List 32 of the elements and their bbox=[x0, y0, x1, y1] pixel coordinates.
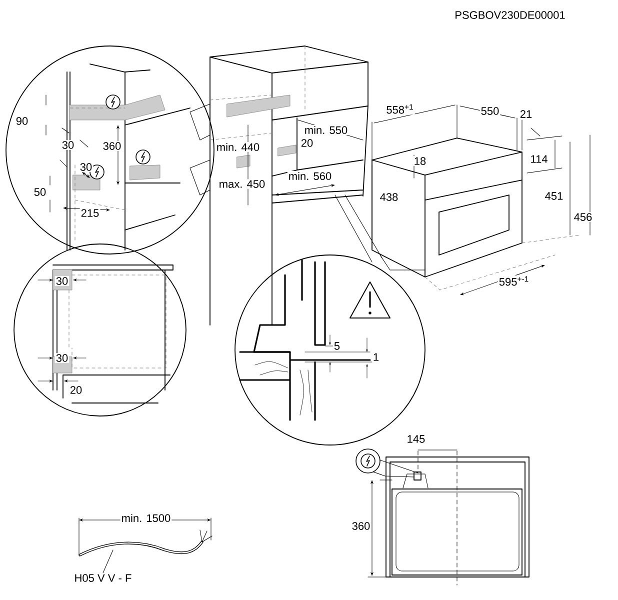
dimension-label: min. 1500 bbox=[120, 512, 172, 524]
dimension-label: min. 560 bbox=[287, 170, 333, 182]
dimension-label: 360 bbox=[350, 521, 372, 531]
dimension-label: 215 bbox=[80, 208, 100, 218]
dimension-label: 50 bbox=[32, 187, 48, 197]
dimension-label: 5 bbox=[332, 341, 342, 351]
dimension-label: 30 bbox=[54, 353, 70, 363]
dimension-label: 30 bbox=[78, 162, 94, 172]
cable-label: H05 V V - F bbox=[75, 574, 132, 582]
dimension-label: min. 440 bbox=[215, 142, 261, 152]
dimension-label: 595$^{+-1}$ bbox=[498, 275, 530, 287]
dimension-label: 90 bbox=[14, 116, 30, 126]
dimension-label: min. 550 bbox=[303, 124, 349, 136]
dimension-label: 360 bbox=[102, 141, 122, 151]
dimension-label: 1 bbox=[372, 352, 380, 362]
dimension-label: 558$^{+1}$ bbox=[385, 103, 415, 115]
dimension-label: 18 bbox=[412, 156, 428, 166]
dimension-label: max. 450 bbox=[218, 179, 266, 189]
dimension-label: 438 bbox=[378, 192, 400, 202]
dimension-label: 20 bbox=[68, 385, 84, 395]
dimension-label: 145 bbox=[406, 434, 426, 444]
dimension-label: 20 bbox=[300, 138, 314, 148]
dimension-label: 114 bbox=[529, 154, 549, 164]
leader-line bbox=[102, 550, 114, 574]
dimension-label: 30 bbox=[54, 276, 70, 286]
dimension-label: 30 bbox=[60, 140, 76, 150]
cable-drawing bbox=[78, 530, 212, 556]
dimension-label: 21 bbox=[518, 109, 534, 119]
dimension-label: 456 bbox=[572, 212, 594, 222]
dimension-label: 451 bbox=[544, 191, 564, 201]
document-code: PSGBOV230DE00001 bbox=[454, 10, 566, 20]
dimension-label: 550 bbox=[480, 106, 500, 116]
